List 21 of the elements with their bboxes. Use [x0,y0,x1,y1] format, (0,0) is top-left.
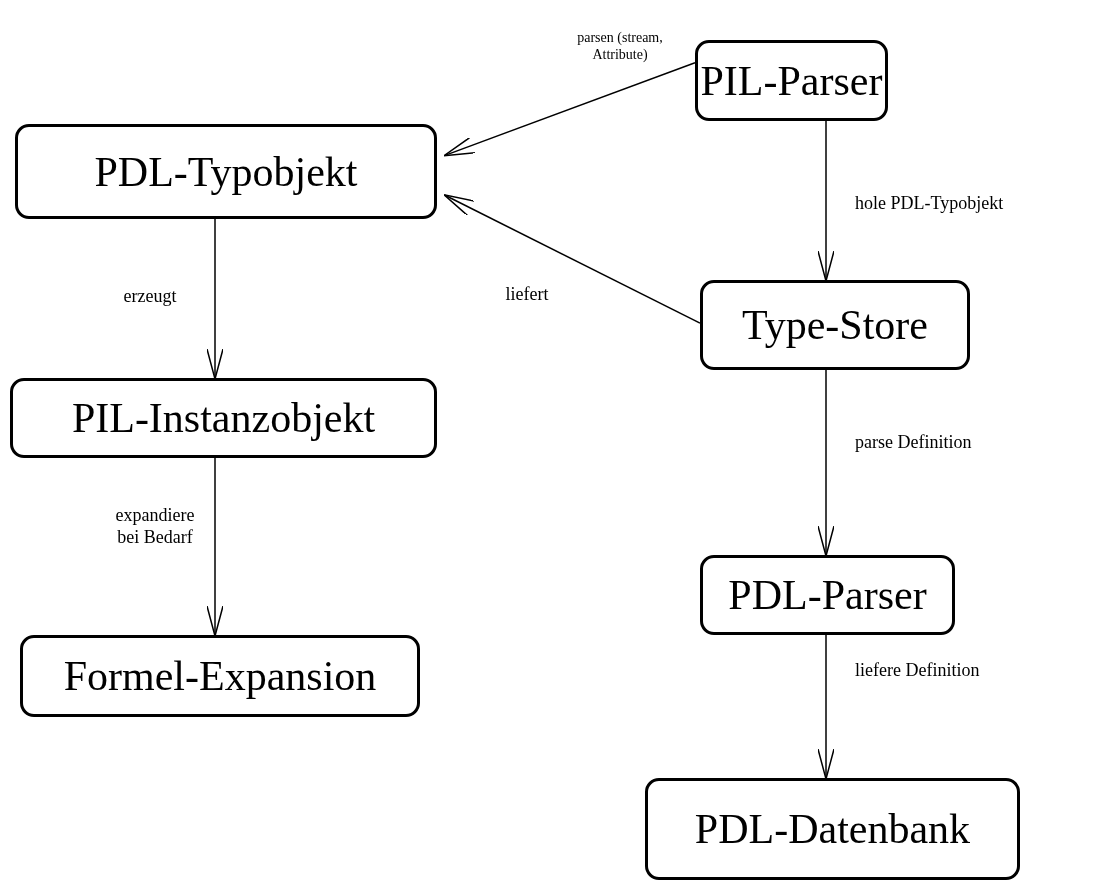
process-box: Formel-Expansion [20,635,420,717]
arrow [817,634,835,780]
process-box: PDL-Parser [700,555,955,635]
process-box: PIL-Instanzobjekt [10,378,437,458]
edge-label: expandiere bei Bedarf [114,505,196,549]
edge-label: parse Definition [855,432,973,454]
edge-label: erzeugt [122,286,178,308]
arrow [206,218,224,380]
arrow [817,120,835,282]
edge-label: parsen (stream, Attribute) [576,30,664,64]
arrow [817,369,835,557]
process-box: PIL-Parser [695,40,888,121]
edge-label: liefert [504,284,550,306]
arrow [206,457,224,637]
edge-label: liefere Definition [855,660,981,682]
arrow [443,194,701,324]
process-box: Type-Store [700,280,970,370]
edge-label: hole PDL-Typobjekt [855,193,1005,215]
arrow [443,61,696,157]
process-box: PDL-Datenbank [645,778,1020,880]
process-box: PDL-Typobjekt [15,124,437,219]
